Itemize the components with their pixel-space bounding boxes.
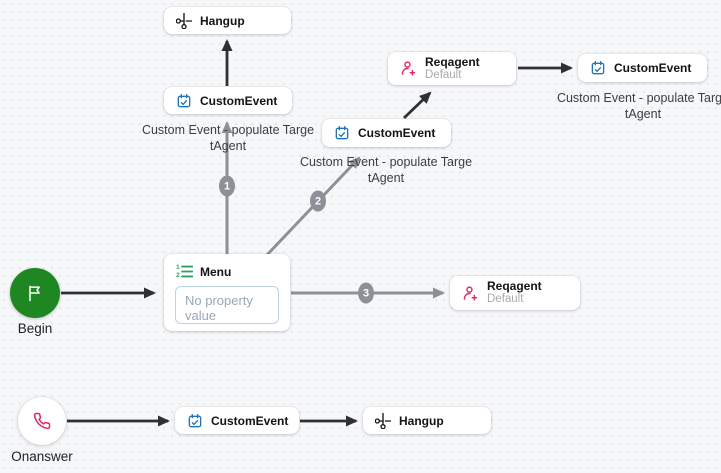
- node-title: Menu: [200, 264, 232, 279]
- node-customevent-mid[interactable]: CustomEvent: [322, 119, 451, 147]
- node-customevent-top-left[interactable]: CustomEvent: [164, 87, 292, 114]
- person-add-icon: [462, 285, 479, 302]
- node-subtitle: Default: [425, 68, 462, 81]
- node-title: CustomEvent: [358, 126, 436, 140]
- node-title: Reqagent: [487, 279, 542, 294]
- scissors-icon: [375, 412, 391, 429]
- node-title: CustomEvent: [614, 61, 692, 75]
- node-hangup-bottom[interactable]: Hangup: [363, 407, 491, 434]
- node-caption: Custom Event - populate Targe tAgent: [556, 91, 721, 121]
- svg-text:1: 1: [176, 264, 180, 271]
- menu-property-value[interactable]: No property value: [175, 286, 279, 324]
- node-hangup-top[interactable]: Hangup: [164, 7, 291, 34]
- node-caption: Custom Event - populate Targe tAgent: [141, 123, 315, 153]
- node-customevent-bottom[interactable]: CustomEvent: [175, 407, 299, 434]
- edge-option-badge-2[interactable]: 2: [310, 190, 326, 212]
- node-begin[interactable]: [10, 268, 60, 318]
- phone-icon: [33, 412, 51, 430]
- edge-option-badge-3[interactable]: 3: [358, 282, 374, 304]
- numbered-list-icon: 1 2: [176, 263, 193, 280]
- node-reqagent-top[interactable]: Reqagent Default: [388, 52, 516, 85]
- node-caption: Custom Event - populate Targe tAgent: [299, 155, 473, 185]
- person-add-icon: [400, 60, 417, 77]
- calendar-check-icon: [176, 93, 192, 109]
- node-subtitle: Default: [487, 293, 524, 306]
- flag-icon: [25, 283, 45, 303]
- node-title: Hangup: [200, 13, 245, 28]
- calendar-check-icon: [334, 125, 350, 141]
- calendar-check-icon: [187, 413, 203, 429]
- node-title: CustomEvent: [211, 413, 289, 428]
- node-customevent-top-right[interactable]: CustomEvent: [578, 54, 707, 82]
- begin-label: Begin: [17, 321, 53, 336]
- node-title: Reqagent: [425, 54, 480, 69]
- svg-text:2: 2: [176, 272, 180, 279]
- scissors-icon: [176, 12, 192, 29]
- node-menu[interactable]: 1 2 Menu No property value: [164, 254, 290, 331]
- edge-option-badge-1[interactable]: 1: [219, 175, 235, 197]
- node-title: CustomEvent: [200, 93, 278, 108]
- calendar-check-icon: [590, 60, 606, 76]
- node-reqagent-mid[interactable]: Reqagent Default: [450, 276, 580, 310]
- node-title: Hangup: [399, 413, 444, 428]
- node-onanswer[interactable]: [18, 397, 66, 445]
- edge-customevent-to-reqagent[interactable]: [403, 91, 432, 120]
- onanswer-label: Onanswer: [11, 449, 73, 464]
